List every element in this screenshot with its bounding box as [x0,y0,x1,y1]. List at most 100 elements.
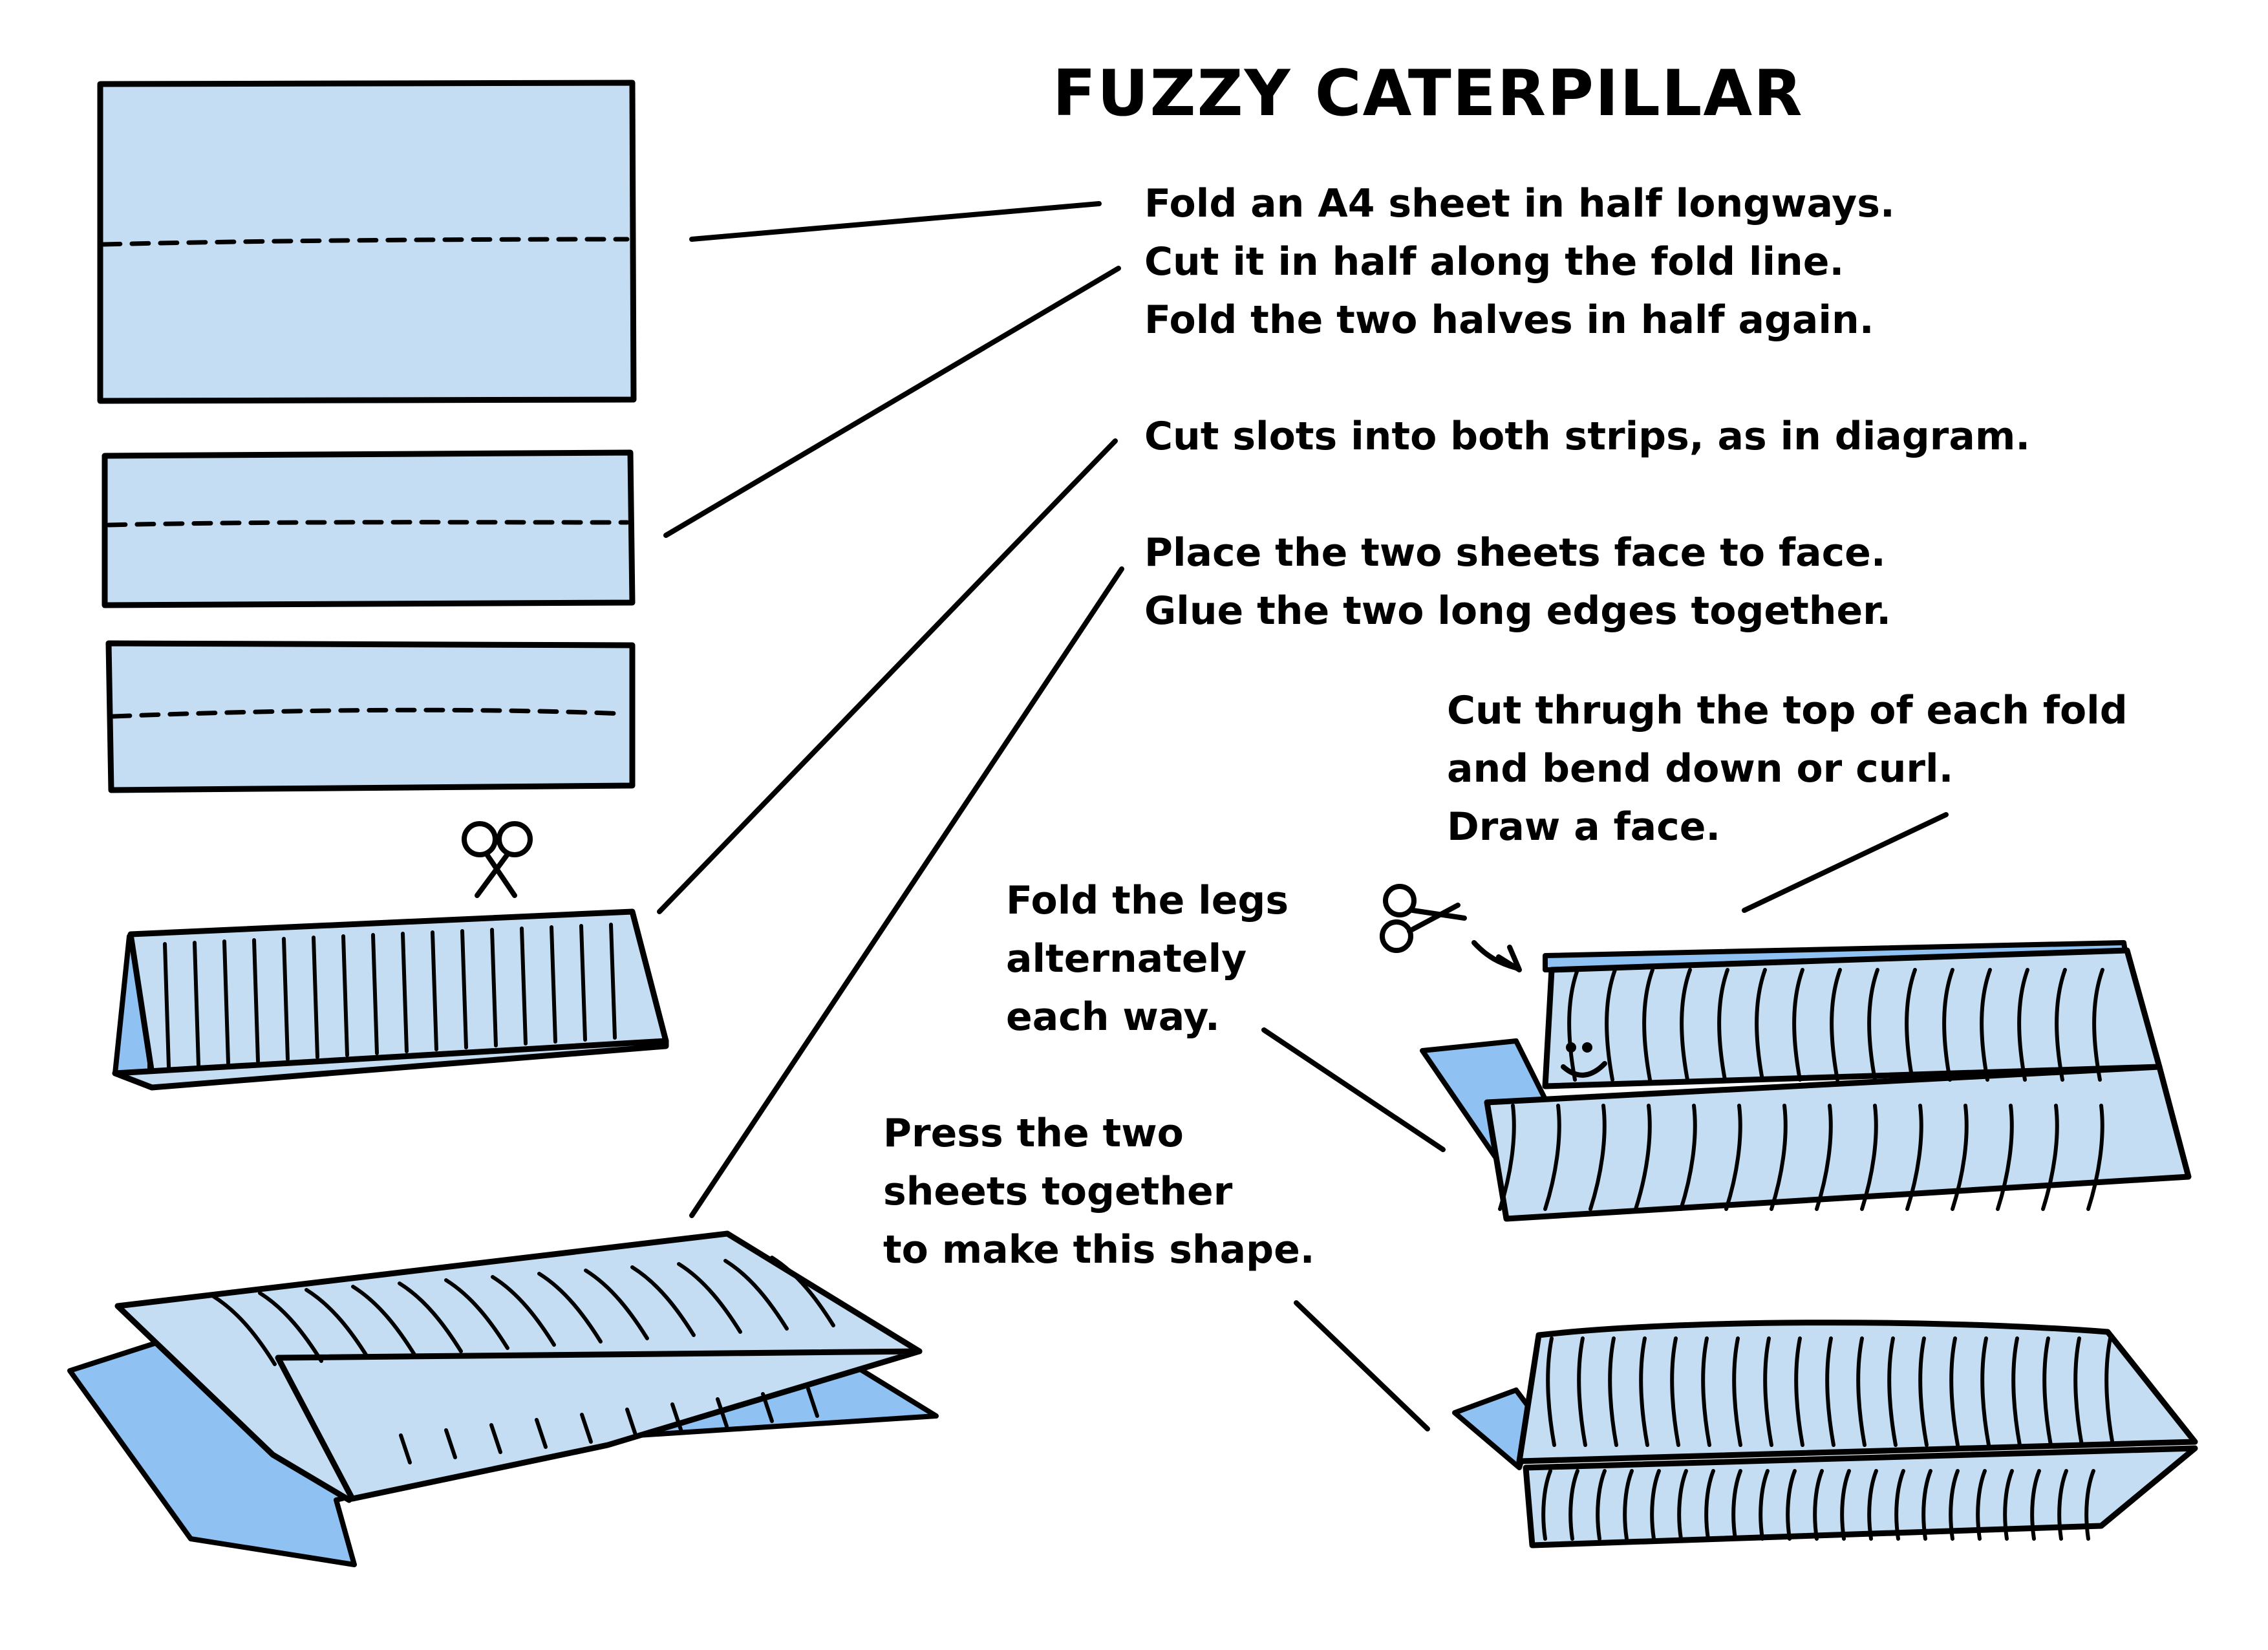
leg-line [1867,968,1879,1082]
step-1-line-1: Fold an A4 sheet in half longways. [1144,181,1895,226]
rib-line [2003,1469,2014,1541]
instruction-step-5: Fold the legs alternately each way. [1006,872,1289,1046]
leg-line [1498,1104,1516,1211]
rib-line [1677,1469,1688,1541]
a4-sheet-illustration [97,80,637,404]
step-4-line-2: and bend down or curl. [1447,746,1954,791]
rib-line [1949,1469,1960,1541]
step-4-line-1: Cut thrugh the top of each fold [1447,688,2128,733]
rib-line [1980,1336,1991,1447]
rib-line [1704,1469,1715,1541]
slot-line [444,1428,457,1459]
rib-line [1732,1336,1742,1447]
rib-line [1763,1336,1773,1447]
leg-line [1951,1104,1969,1211]
rib-line [2011,1336,2022,1447]
slot-line [460,929,468,1049]
step-5-line-1: Fold the legs [1006,878,1289,923]
instruction-step-6: Press the two sheets together to make th… [883,1104,1315,1279]
rib-line [1921,1469,1932,1541]
caterpillar-eye [1566,1042,1576,1053]
rib-line [1608,1336,1618,1447]
leg-line [1717,968,1729,1082]
caterpillar-smile [1561,1061,1607,1078]
instruction-step-4: Cut thrugh the top of each fold and bend… [1447,681,2128,856]
pointer-line-legs [1261,1027,1446,1152]
slot-line [580,1413,593,1444]
slot-line [535,1418,548,1449]
slot-line [806,1387,819,1418]
rib-line [2042,1336,2053,1447]
slotted-strip-illustration [112,908,669,1091]
leg-line [2092,968,2104,1082]
leg-line [1815,1104,1833,1211]
pointer-lines [657,201,1949,1431]
leg-line [2017,968,2029,1082]
leg-line [1724,1104,1742,1211]
rib-line [1701,1336,1711,1447]
rib-line [1867,1469,1878,1541]
rib-line [1546,1336,1556,1447]
leg-line [1770,1104,1788,1211]
step-6-line-1: Press the two [883,1111,1184,1156]
half-strip-1-illustration [102,449,636,608]
slot-line [211,1294,277,1366]
glued-slot-lines [211,1256,835,1464]
rib-line [2030,1469,2041,1541]
leg-line [1905,968,1917,1082]
step-6-line-3: to make this shape. [883,1227,1315,1272]
rib-line [1813,1469,1824,1541]
step-1-line-3: Fold the two halves in half again. [1144,297,1874,343]
rib-line [2084,1469,2095,1541]
rib-line [1731,1469,1742,1541]
finished-caterpillar [1420,940,2192,1222]
slot-line [550,925,557,1044]
rib-line [1949,1336,1960,1447]
rib-line [1856,1336,1867,1447]
caterpillar-eye [1582,1042,1592,1053]
slot-line [305,1288,370,1360]
leg-line [1680,968,1692,1082]
rib-line [1759,1469,1770,1541]
step-3-line-2: Glue the two long edges together. [1144,588,1891,634]
rib-line [1786,1469,1797,1541]
leg-line [1543,1104,1561,1211]
instruction-step-1: Fold an A4 sheet in half longways. Cut i… [1144,175,1895,349]
slot-line [222,939,230,1065]
step-5-line-3: each way. [1006,994,1220,1040]
slot-line [761,1392,774,1423]
rib-line [1894,1469,1905,1541]
rib-line [1840,1469,1851,1541]
rib-line [1596,1469,1607,1541]
slot-line [341,934,349,1057]
rib-line [1541,1469,1552,1541]
leg-line [1567,968,1579,1082]
rib-line [1887,1336,1898,1447]
leg-line [1634,1104,1652,1211]
rib-line [2104,1336,2115,1447]
pointer-line-step1 [689,201,1102,242]
instruction-step-3: Place the two sheets face to face. Glue … [1144,524,1891,640]
slot-line [193,941,200,1067]
pointer-line-face [1742,812,1949,913]
slot-line [163,942,171,1069]
leg-line [1996,1104,2014,1211]
slot-line [312,936,319,1059]
leg-line [1679,1104,1697,1211]
slot-line [625,1408,638,1439]
slot-line [399,1433,412,1464]
leg-line [1589,1104,1607,1211]
rib-line [1670,1336,1680,1447]
slot-line [770,1256,835,1327]
leg-line [1860,1104,1878,1211]
pressed-ribs [1541,1336,2115,1541]
step-6-line-2: sheets together [883,1169,1233,1214]
page-title: FUZZY CATERPILLAR [1053,57,1804,131]
step-2-line-1: Cut slots into both strips, as in diagra… [1144,414,2031,459]
slot-line [398,1281,463,1353]
slot-line [609,923,617,1040]
leg-line [2055,968,2067,1082]
slot-line [444,1278,509,1350]
slot-line [351,1285,416,1356]
